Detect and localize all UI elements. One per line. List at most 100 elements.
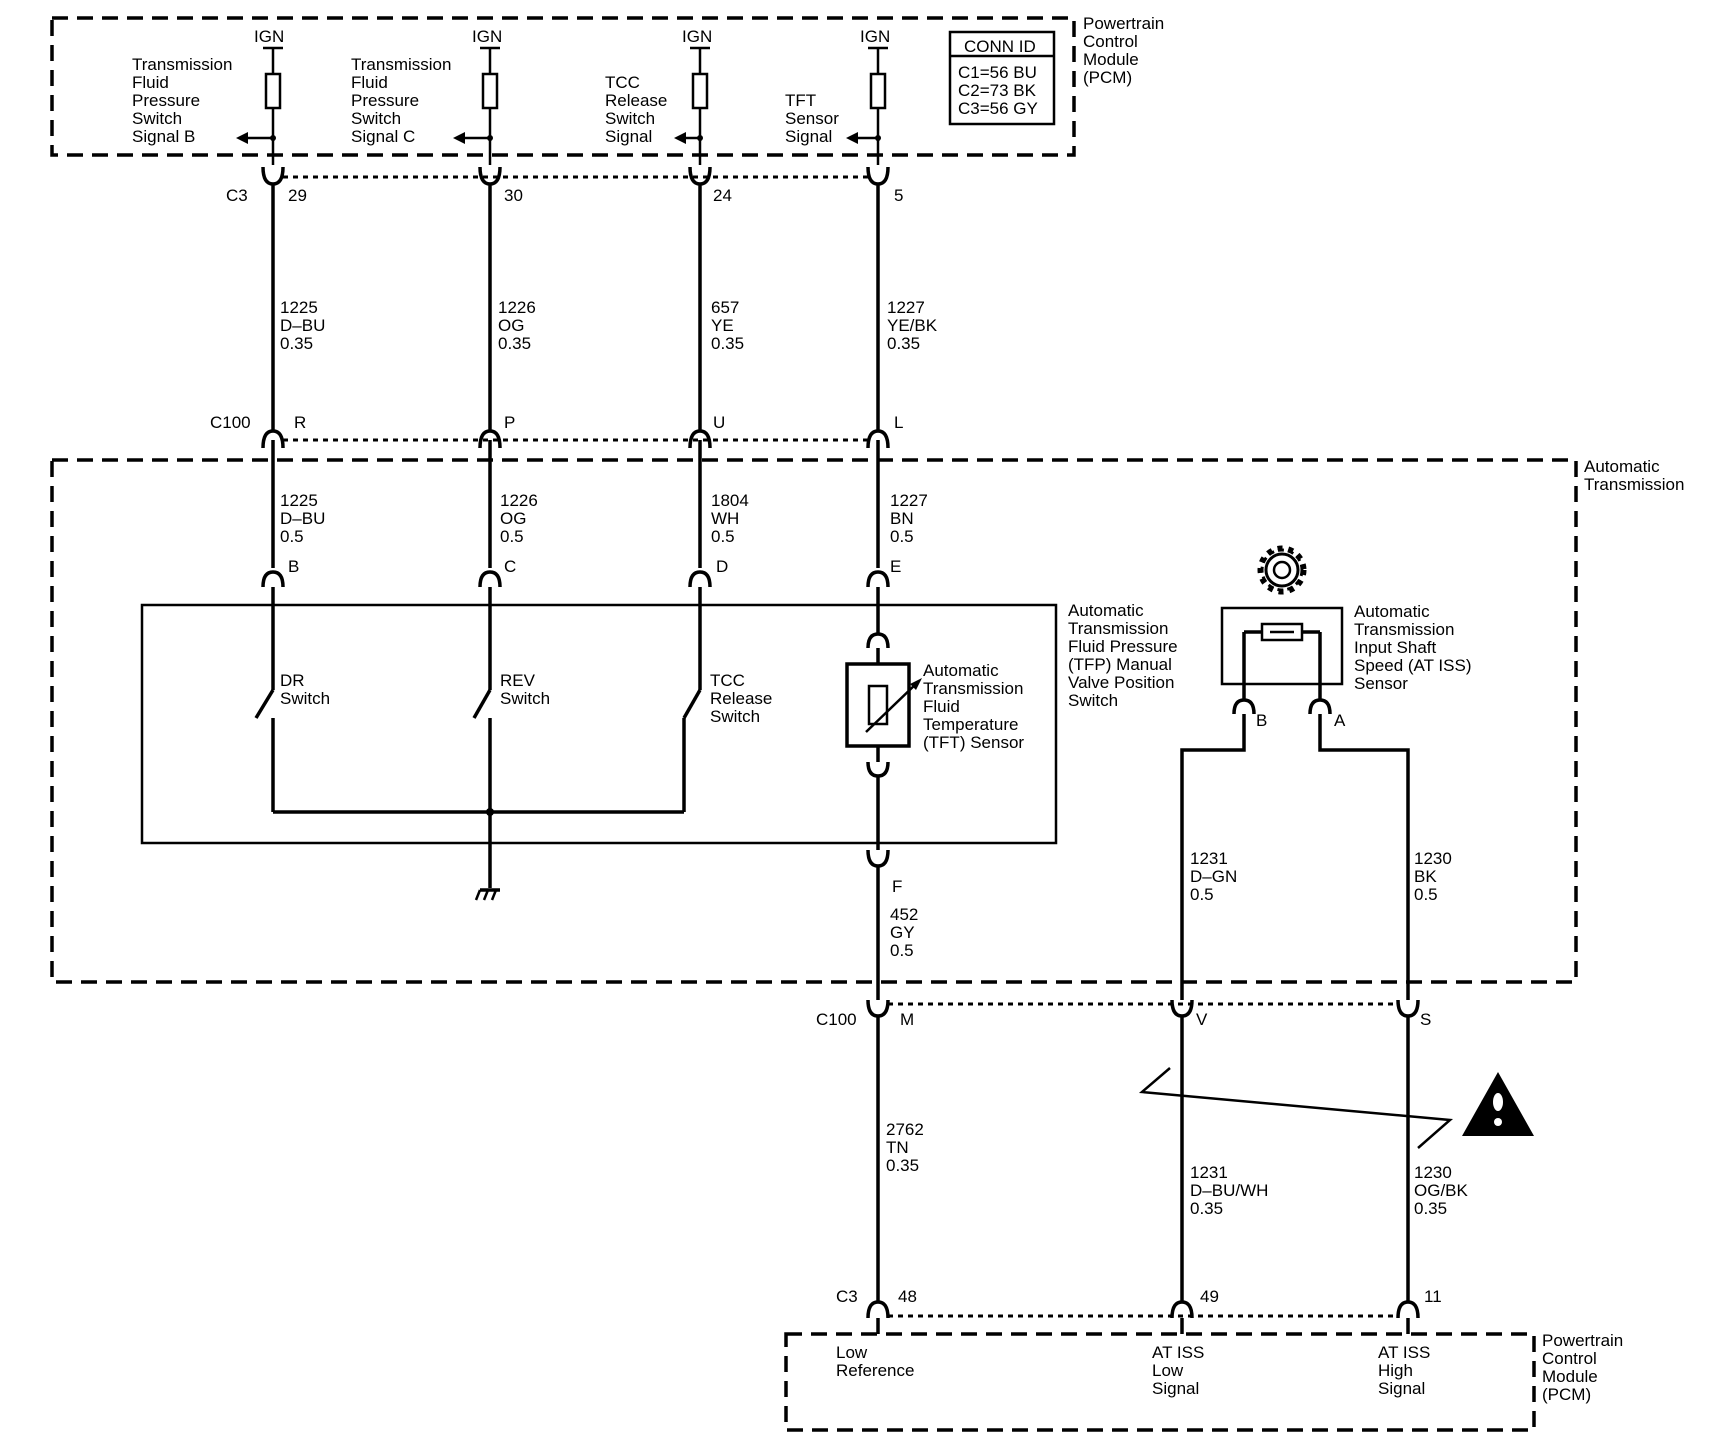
svg-text:(TFT) Sensor: (TFT) Sensor [923,733,1024,752]
ign-resistor-1: IGN [236,27,284,165]
svg-text:0.35: 0.35 [886,1156,919,1175]
wire-label-1804: 1804 WH 0.5 [711,491,749,546]
svg-text:0.35: 0.35 [711,334,744,353]
svg-text:GY: GY [890,923,915,942]
svg-text:TCC: TCC [710,671,745,690]
conn-id-table: CONN ID C1=56 BU C2=73 BK C3=56 GY [948,30,1056,126]
svg-text:Switch: Switch [605,109,655,128]
wire-label-2762: 2762 TN 0.35 [886,1120,924,1175]
at-iss-sensor-label: Automatic Transmission Input Shaft Speed… [1354,602,1471,693]
svg-text:S: S [1420,1010,1431,1029]
rev-switch: REV Switch [472,587,550,888]
connector-c3-bottom: C3 48 49 11 [836,1287,1442,1334]
svg-text:0.35: 0.35 [1190,1199,1223,1218]
transmission-wires [271,440,880,568]
tft-sensor-label: Automatic Transmission Fluid Temperature… [923,661,1024,752]
svg-text:Control: Control [1542,1349,1597,1368]
svg-text:0.5: 0.5 [1190,885,1214,904]
svg-text:IGN: IGN [860,27,890,46]
svg-text:5: 5 [894,186,903,205]
svg-text:0.35: 0.35 [1414,1199,1447,1218]
svg-text:R: R [294,413,306,432]
svg-text:Module: Module [1083,50,1139,69]
svg-text:1230: 1230 [1414,1163,1452,1182]
svg-text:Sensor: Sensor [1354,674,1408,693]
svg-text:1226: 1226 [500,491,538,510]
svg-text:1227: 1227 [887,298,925,317]
pcm-top-boundary [50,16,1076,157]
svg-text:Switch: Switch [710,707,760,726]
pcm-top-title: Powertrain Control Module (PCM) [1083,14,1164,87]
wire-label-1227-upper: 1227 YE/BK 0.35 [887,298,938,353]
gear-icon [1257,545,1307,595]
svg-text:C100: C100 [210,413,251,432]
dr-switch: DR Switch [254,587,684,814]
signal-label-tft: TFT Sensor Signal [785,91,839,146]
svg-text:BN: BN [890,509,914,528]
pcm-signal-low-reference: Low Reference [836,1343,914,1380]
svg-text:IGN: IGN [254,27,284,46]
lower-wires [876,1016,1410,1302]
svg-text:U: U [713,413,725,432]
svg-text:1227: 1227 [890,491,928,510]
svg-text:Powertrain: Powertrain [1542,1331,1623,1350]
connector-c100-bottom: C100 M V S [816,999,1431,1029]
svg-text:Signal C: Signal C [351,127,415,146]
svg-text:Transmission: Transmission [923,679,1023,698]
wire-label-1225-upper: 1225 D–BU 0.35 [280,298,325,353]
tfp-switch-assembly [140,603,1058,845]
tfp-connector: B C D E [261,557,901,588]
svg-text:Fluid: Fluid [923,697,960,716]
svg-text:B: B [1256,711,1267,730]
svg-text:24: 24 [713,186,732,205]
svg-text:Transmission: Transmission [1068,619,1168,638]
svg-text:Automatic: Automatic [1068,601,1144,620]
svg-text:Fluid Pressure: Fluid Pressure [1068,637,1178,656]
svg-text:0.5: 0.5 [711,527,735,546]
svg-text:Transmission: Transmission [1584,475,1684,494]
svg-text:(TFP) Manual: (TFP) Manual [1068,655,1172,674]
twisted-pair-icon [1138,1067,1454,1149]
svg-text:1804: 1804 [711,491,749,510]
svg-text:D: D [716,557,728,576]
svg-text:Module: Module [1542,1367,1598,1386]
svg-text:1226: 1226 [498,298,536,317]
svg-text:Switch: Switch [132,109,182,128]
svg-text:0.35: 0.35 [498,334,531,353]
svg-text:Automatic: Automatic [923,661,999,680]
svg-text:Signal B: Signal B [132,127,195,146]
svg-text:IGN: IGN [682,27,712,46]
pcm-bottom-boundary [784,1332,1536,1432]
wire-label-1230-upper: 1230 BK 0.5 [1414,849,1452,904]
svg-text:AT ISS: AT ISS [1152,1343,1204,1362]
svg-text:F: F [892,877,902,896]
svg-text:C: C [504,557,516,576]
svg-text:Pressure: Pressure [351,91,419,110]
svg-text:0.5: 0.5 [1414,885,1438,904]
svg-text:TN: TN [886,1138,909,1157]
svg-text:Pressure: Pressure [132,91,200,110]
wire-label-1225-lower: 1225 D–BU 0.5 [280,491,325,546]
svg-text:C1=56 BU: C1=56 BU [958,63,1037,82]
svg-text:DR: DR [280,671,305,690]
wire-label-1231-lower: 1231 D–BU/WH 0.35 [1190,1163,1268,1218]
svg-text:Signal: Signal [1378,1379,1425,1398]
ground-icon [474,888,500,901]
svg-text:YE/BK: YE/BK [887,316,938,335]
wire-label-1230-lower: 1230 OG/BK 0.35 [1414,1163,1469,1218]
svg-text:Transmission: Transmission [132,55,232,74]
pcm-bottom-title: Powertrain Control Module (PCM) [1542,1331,1623,1404]
svg-text:C3=56 GY: C3=56 GY [958,99,1038,118]
wire-label-657-upper: 657 YE 0.35 [711,298,744,353]
svg-text:(PCM): (PCM) [1542,1385,1591,1404]
svg-text:Switch: Switch [280,689,330,708]
svg-text:Signal: Signal [785,127,832,146]
svg-text:Signal: Signal [605,127,652,146]
svg-text:TCC: TCC [605,73,640,92]
svg-text:D–GN: D–GN [1190,867,1237,886]
svg-text:Fluid: Fluid [351,73,388,92]
wire-label-452: 452 GY 0.5 [890,905,918,960]
svg-text:1230: 1230 [1414,849,1452,868]
conn-id-header: CONN ID [964,37,1036,56]
svg-text:1231: 1231 [1190,1163,1228,1182]
